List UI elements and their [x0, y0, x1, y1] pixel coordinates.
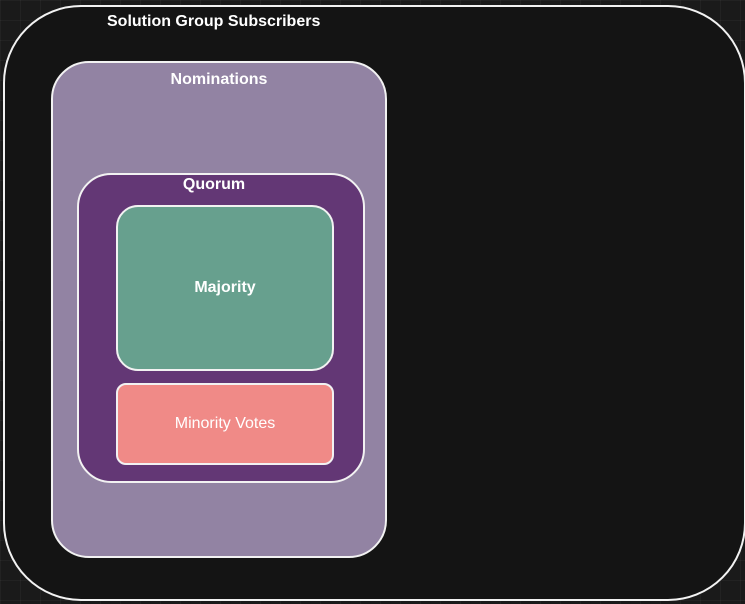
quorum-label: Quorum	[182, 176, 246, 193]
nominations-label: Nominations	[170, 71, 268, 88]
nominations-box: Nominations Quorum Majority Minority Vot…	[51, 61, 387, 558]
minority-votes-label: Minority Votes	[174, 415, 276, 432]
minority-votes-box: Minority Votes	[116, 383, 334, 465]
majority-label: Majority	[194, 279, 256, 296]
majority-box: Majority	[116, 205, 334, 371]
quorum-box: Quorum Majority Minority Votes	[77, 173, 365, 483]
subscribers-group-label: Solution Group Subscribers	[107, 13, 321, 30]
